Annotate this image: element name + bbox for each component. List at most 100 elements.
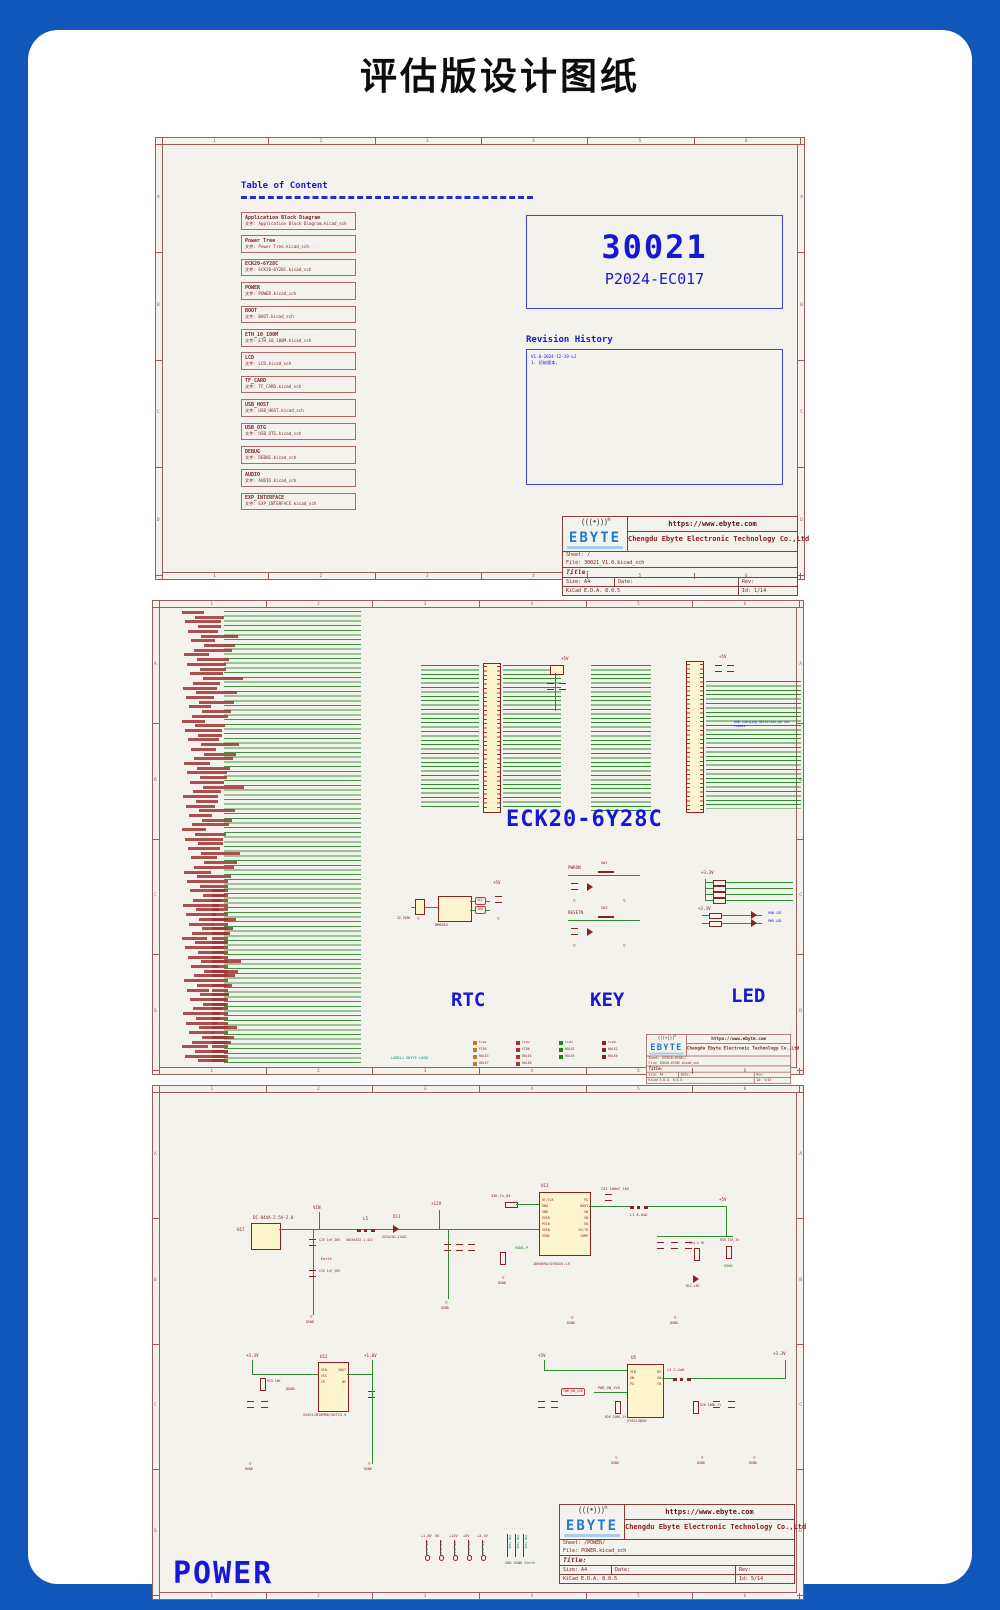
power-flag-text: PWR_FLAG bbox=[508, 1535, 512, 1549]
net-label-box bbox=[187, 988, 209, 992]
net-label-box bbox=[187, 880, 228, 884]
net-label-box bbox=[196, 691, 237, 695]
resistor bbox=[505, 1202, 518, 1208]
antenna-icon: (((•))) bbox=[580, 517, 609, 527]
net-label-box bbox=[182, 936, 207, 940]
sheet-eck20: +5V +5V USB charging detection,do not re… bbox=[152, 600, 804, 1084]
sheet-path-row: Sheet: / bbox=[566, 552, 591, 559]
ruler-number: 3 bbox=[423, 1086, 427, 1092]
wire bbox=[279, 1229, 539, 1230]
ruler-number: 4 bbox=[532, 138, 535, 144]
fiducial-icon bbox=[473, 1055, 477, 1059]
net-label-box bbox=[202, 818, 232, 822]
fiducial-label: HOLE8 bbox=[522, 1061, 532, 1065]
ruler-tick bbox=[797, 607, 803, 608]
esd-diode bbox=[587, 883, 593, 891]
capacitor bbox=[247, 1401, 254, 1408]
company-url: https://www.ebyte.com bbox=[628, 517, 797, 532]
key-net-resetn: RESETN bbox=[568, 910, 584, 915]
capacitor bbox=[728, 1401, 735, 1408]
buck-pins-right: PG BOOT SW SW EN SS/TR COMP bbox=[578, 1198, 588, 1239]
ruler-tick bbox=[587, 138, 589, 144]
ruler-number: 5 bbox=[638, 138, 642, 144]
fiducial-icon bbox=[516, 1055, 520, 1059]
ruler-number: 3 bbox=[423, 601, 427, 607]
ruler-tick bbox=[162, 573, 163, 579]
brand-name: EBYTE bbox=[566, 530, 624, 550]
ruler-letter: D bbox=[799, 1009, 802, 1015]
resistor-label: R54 4.7K bbox=[689, 1241, 705, 1245]
net-label-box bbox=[190, 998, 226, 1002]
ruler-letter: B bbox=[154, 777, 157, 783]
company-url: https://www.ebyte.com bbox=[625, 1505, 794, 1520]
net-label-box bbox=[194, 865, 234, 869]
net-label-box bbox=[194, 757, 233, 761]
power-flag-circle bbox=[424, 1555, 430, 1561]
file-row: File: ECK20-6Y28C.kicad_sch bbox=[646, 1061, 791, 1067]
company-url: https://www.ebyte.com bbox=[686, 1035, 791, 1044]
ruler-number: 2 bbox=[319, 573, 323, 579]
net-label-box bbox=[182, 611, 204, 614]
fiducial-icon bbox=[516, 1062, 520, 1066]
power-flag-stem bbox=[426, 1540, 427, 1555]
net-label-box bbox=[212, 1045, 228, 1049]
net-label-box bbox=[194, 648, 232, 652]
ruler-tick bbox=[153, 1469, 159, 1471]
ruler-tick bbox=[265, 1593, 267, 1599]
fiducial-label: FID1 bbox=[479, 1041, 487, 1044]
net-label-box bbox=[202, 710, 231, 714]
resistor bbox=[693, 1401, 699, 1414]
net-label-columns bbox=[166, 611, 361, 1063]
ruler-tick bbox=[692, 601, 694, 607]
power-flag-circle bbox=[438, 1555, 444, 1561]
gnd-icon: ▽ bbox=[615, 1455, 618, 1460]
fiducial-label: HOLE5 bbox=[565, 1054, 575, 1058]
revision-line: V1.0-2024-12-19-LJ bbox=[531, 354, 577, 359]
net-label-box bbox=[189, 705, 211, 709]
net-label-box bbox=[186, 1021, 217, 1025]
key-sw1: SW1 bbox=[601, 861, 608, 865]
wire bbox=[662, 1378, 673, 1379]
rtc-caption: RTC bbox=[451, 989, 486, 1011]
net-label-box bbox=[198, 625, 221, 629]
ruler-letter: B bbox=[800, 302, 803, 308]
net-label-box bbox=[190, 889, 225, 893]
ruler-tick bbox=[693, 573, 695, 579]
sheet-path-row: Sheet: /POWER/ bbox=[563, 1540, 606, 1547]
gnd-label: DGND bbox=[567, 1321, 575, 1325]
toc-item-title: USB_HOST bbox=[245, 401, 270, 408]
resistor bbox=[694, 1248, 700, 1261]
wire bbox=[648, 1206, 726, 1207]
net-label-box bbox=[199, 809, 235, 813]
power-flag-text: PWR_FLAG bbox=[425, 1541, 429, 1555]
net-label-box bbox=[183, 795, 218, 799]
connector2-left-wires bbox=[591, 665, 651, 811]
net-label-box bbox=[188, 847, 220, 850]
ruler-letter: A bbox=[154, 1151, 157, 1157]
net-label-box bbox=[200, 776, 227, 780]
ruler-tick bbox=[153, 607, 159, 608]
wire bbox=[594, 1392, 627, 1393]
toc-item-file: 文件: DEBUG.kicad_sch bbox=[245, 454, 297, 460]
fiducial-label: HOLE6 bbox=[608, 1054, 618, 1058]
gnd-icon: ▽ bbox=[502, 1275, 505, 1280]
ruler-number: 6 bbox=[744, 138, 748, 144]
ldo-ref: U12 bbox=[320, 1354, 328, 1359]
pcb-label-item: LABEL1 EBYTE-LOGO bbox=[391, 1056, 428, 1060]
resistor-label: R33 10K bbox=[267, 1379, 281, 1383]
net-label-box bbox=[212, 1054, 228, 1058]
fiducial-icon bbox=[602, 1048, 606, 1052]
inductor-part: SWCH4532-1-421 bbox=[346, 1238, 373, 1242]
net-label-box bbox=[186, 695, 214, 699]
net-12v: +12V bbox=[431, 1201, 442, 1206]
gnd-label: DGND bbox=[286, 1387, 295, 1391]
net-label-box bbox=[212, 917, 228, 921]
power-net-label: +3.3V bbox=[698, 906, 711, 911]
ruler-tick bbox=[159, 601, 160, 607]
ruler-number: 4 bbox=[530, 1086, 534, 1092]
ruler-number: 6 bbox=[743, 1086, 747, 1092]
